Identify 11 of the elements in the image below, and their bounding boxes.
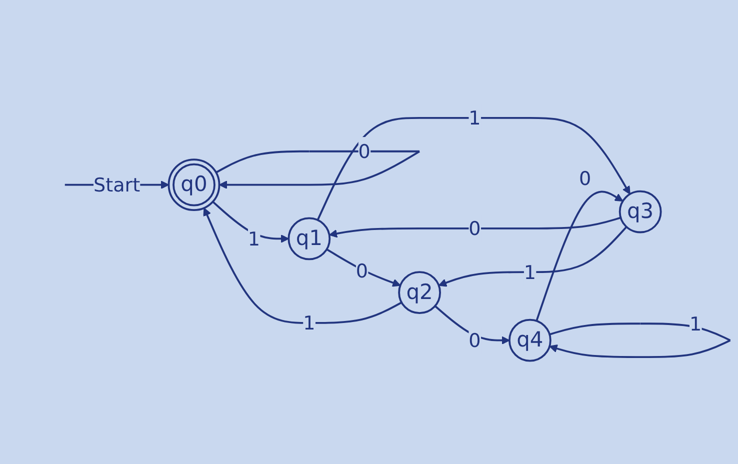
- state-circle: q1: [288, 217, 331, 260]
- state-circle: q3: [618, 190, 662, 233]
- state-circle: q2: [398, 270, 441, 314]
- arrow: [328, 216, 621, 238]
- arrow: [536, 190, 624, 322]
- arrow: [216, 150, 420, 189]
- arrow: [203, 207, 402, 324]
- state-circle: q4: [508, 318, 552, 362]
- arrow: [438, 226, 628, 287]
- state-circle: q0: [168, 158, 220, 211]
- arrow: [316, 116, 630, 220]
